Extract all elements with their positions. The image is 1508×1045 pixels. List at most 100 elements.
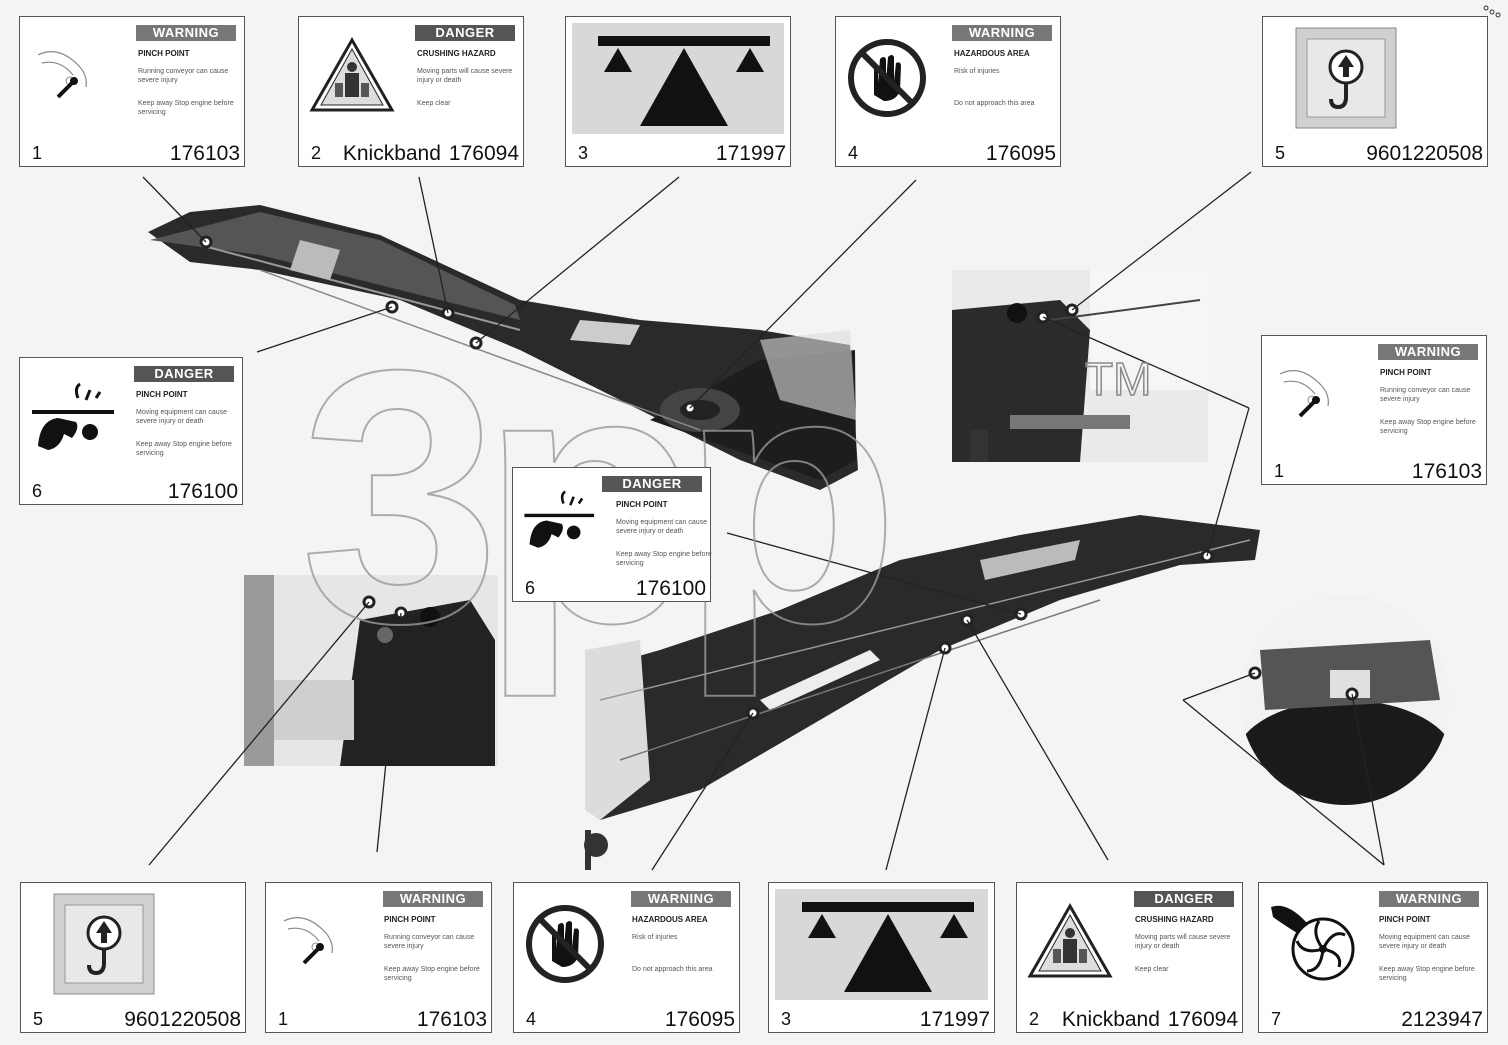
decal-part-number: 176095	[986, 142, 1056, 166]
decal-part-number: 171997	[716, 142, 786, 166]
decal-title: PINCH POINT	[384, 915, 436, 924]
pinch-point-hand-icon	[1270, 354, 1350, 439]
decal-text-line2: Keep away Stop engine before servicing	[1379, 966, 1475, 982]
pinch-roller-hand-icon	[521, 478, 598, 559]
decal-9601220508-box[interactable]: 5 9601220508	[20, 882, 246, 1033]
decal-176094-box[interactable]: DANGER CRUSHING HAZARD Moving parts will c…	[298, 16, 524, 167]
decal-text-line1: Risk of injuries	[954, 68, 1000, 75]
balance-point-icon	[572, 23, 784, 134]
leader-lines	[142, 171, 1385, 871]
decal-title: PINCH POINT	[1379, 915, 1431, 924]
decal-part-number: 176095	[665, 1008, 735, 1032]
decal-text-line2: Keep clear	[417, 100, 451, 107]
decal-part-code: 176103	[169, 142, 240, 165]
decal-item-number: 1	[32, 143, 43, 163]
decal-part-code: 171997	[919, 1008, 990, 1031]
decal-header: DANGER	[415, 25, 515, 41]
decal-text-line2: Do not approach this area	[632, 966, 713, 973]
decal-location-label: Knickband	[1061, 1008, 1160, 1031]
lifting-hook-icon	[1293, 25, 1399, 136]
crushing-hazard-triangle-icon	[307, 35, 397, 120]
decal-part-code: 176100	[635, 577, 706, 600]
decal-item-number: 1	[278, 1009, 289, 1029]
decal-item-number: 5	[33, 1009, 44, 1029]
decal-text-line2: Keep clear	[1135, 966, 1169, 973]
discharge-end-photo	[952, 270, 1208, 462]
decal-9601220508-box[interactable]: 5 9601220508	[1262, 16, 1488, 167]
decal-header: WARNING	[952, 25, 1052, 41]
decal-part-number: 176100	[636, 577, 706, 601]
crushing-hazard-triangle-icon	[1025, 901, 1115, 986]
decal-part-number: 9601220508	[1366, 142, 1483, 166]
decal-title: PINCH POINT	[616, 500, 668, 509]
decal-item-number: 7	[1271, 1009, 1282, 1029]
decal-title: CRUSHING HAZARD	[417, 49, 496, 58]
decal-title: PINCH POINT	[136, 390, 188, 399]
corner-mark-icon	[1483, 5, 1501, 18]
decal-header: WARNING	[1379, 891, 1479, 907]
decal-part-number: 171997	[920, 1008, 990, 1032]
decal-text-line1: Risk of injuries	[632, 934, 678, 941]
decal-text-line1: Moving equipment can cause severe injury…	[136, 409, 228, 425]
decal-text-line1: Running conveyor can cause severe injury	[1380, 387, 1471, 403]
decal-part-code: 9601220508	[1366, 142, 1483, 165]
hopper-photo	[244, 575, 498, 766]
decal-part-number: 176100	[168, 480, 238, 504]
decal-part-number: 9601220508	[124, 1008, 241, 1032]
decal-part-number: Knickband 176094	[1062, 1008, 1238, 1032]
decal-text-line2: Keep away Stop engine before servicing	[616, 551, 712, 567]
decal-part-code: 2123947	[1401, 1008, 1483, 1031]
decal-part-code: 171997	[715, 142, 786, 165]
decal-part-code: 176103	[416, 1008, 487, 1031]
decal-part-code: 176094	[1167, 1008, 1238, 1031]
fan-blade-hand-icon	[1267, 893, 1359, 990]
decal-header: DANGER	[1134, 891, 1234, 907]
balance-point-icon	[775, 889, 988, 1000]
lifting-hook-icon	[51, 891, 157, 1002]
decal-176094-box[interactable]: DANGER CRUSHING HAZARD Moving parts will c…	[1016, 882, 1243, 1033]
decal-part-code: 176100	[167, 480, 238, 503]
decal-title: HAZARDOUS AREA	[632, 915, 708, 924]
decal-text-line1: Moving parts will cause severe injury or…	[417, 68, 513, 84]
decal-text-line1: Moving parts will cause severe injury or…	[1135, 934, 1231, 950]
decal-171997-box[interactable]: 3 171997	[565, 16, 791, 167]
decal-part-code: 176095	[985, 142, 1056, 165]
decal-header: WARNING	[383, 891, 483, 907]
decal-item-number: 3	[578, 143, 589, 163]
decal-176095-box[interactable]: WARNING HAZARDOUS AREA Risk of injuries Do …	[513, 882, 740, 1033]
no-hand-prohibition-icon	[844, 35, 930, 126]
decal-title: HAZARDOUS AREA	[954, 49, 1030, 58]
pinch-roller-hand-icon	[28, 368, 118, 463]
pinch-point-hand-icon	[28, 35, 108, 120]
pinch-point-hand-icon	[274, 901, 354, 986]
decal-title: PINCH POINT	[138, 49, 190, 58]
decal-item-number: 5	[1275, 143, 1286, 163]
decal-item-number: 6	[525, 578, 536, 598]
decal-part-number: 176103	[1412, 460, 1482, 484]
decal-header: WARNING	[631, 891, 731, 907]
decal-item-number: 2	[311, 143, 322, 163]
decal-item-number: 1	[1274, 461, 1285, 481]
decal-text-line2: Keep away Stop engine before servicing	[138, 100, 234, 116]
decal-item-number: 2	[1029, 1009, 1040, 1029]
decal-176103-box[interactable]: WARNING PINCH POINT Running conveyor can c…	[265, 882, 492, 1033]
decal-part-code: 9601220508	[124, 1008, 241, 1031]
decal-part-number: 176103	[417, 1008, 487, 1032]
decal-text-line1: Running conveyor can cause severe injury	[384, 934, 475, 950]
decal-header: WARNING	[1378, 344, 1478, 360]
decal-title: CRUSHING HAZARD	[1135, 915, 1214, 924]
decal-part-code: 176094	[448, 142, 519, 165]
no-hand-prohibition-icon	[522, 901, 608, 992]
lower-conveyor-photo	[584, 515, 1260, 870]
decal-text-line1: Running conveyor can cause severe injury	[138, 68, 229, 84]
decal-part-number: 176103	[170, 142, 240, 166]
